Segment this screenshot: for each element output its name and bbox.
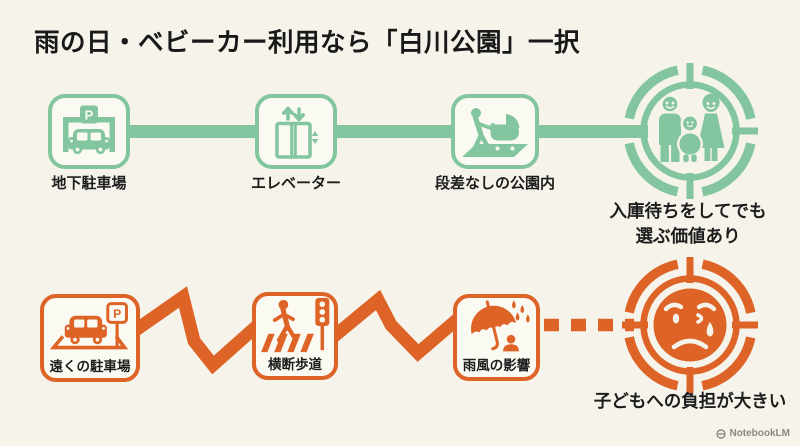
svg-text:P: P (85, 107, 94, 122)
elevator-icon (275, 106, 319, 159)
page-title: 雨の日・ベビーカー利用なら「白川公園」一択 (34, 29, 581, 57)
step-label-distant-parking: 遠くの駐車場 (49, 358, 131, 374)
step-box-flat-park (451, 94, 539, 169)
rain-wind-icon (470, 300, 530, 352)
stroller-flat-park-icon (462, 107, 528, 157)
step-label-crosswalk: 横断歩道 (268, 356, 322, 372)
notebooklm-logo-icon (716, 428, 727, 439)
step-box-elevator (255, 94, 337, 169)
step-label-underground-parking: 地下駐車場 (51, 175, 127, 192)
crying-face-target-icon (622, 257, 758, 393)
step-label-elevator: エレベーター (250, 175, 341, 192)
step-box-crosswalk: 横断歩道 (252, 292, 338, 380)
svg-text:P: P (113, 307, 121, 321)
step-label-rain-wind: 雨風の影響 (462, 357, 531, 373)
orange-result-note: 子どもへの負担が大きい (593, 391, 787, 411)
orange-zigzag-connector-2 (327, 289, 465, 362)
step-box-underground-parking: P (48, 94, 130, 169)
crosswalk-icon (261, 297, 330, 353)
distant-parking-icon: P (49, 302, 129, 350)
green-result-note: 入庫待ちをしてでも 選ぶ価値あり (609, 201, 767, 246)
step-label-flat-park: 段差なしの公園内 (434, 175, 555, 192)
step-box-rain-wind: 雨風の影響 (453, 294, 540, 381)
notebooklm-watermark-text: NotebookLM (729, 428, 790, 439)
orange-zigzag-connector-1 (126, 286, 263, 375)
underground-parking-icon: P (63, 105, 115, 154)
step-box-distant-parking: P 遠くの駐車場 (40, 294, 140, 382)
family-target-icon (622, 63, 758, 199)
notebooklm-watermark: NotebookLM (716, 428, 790, 439)
